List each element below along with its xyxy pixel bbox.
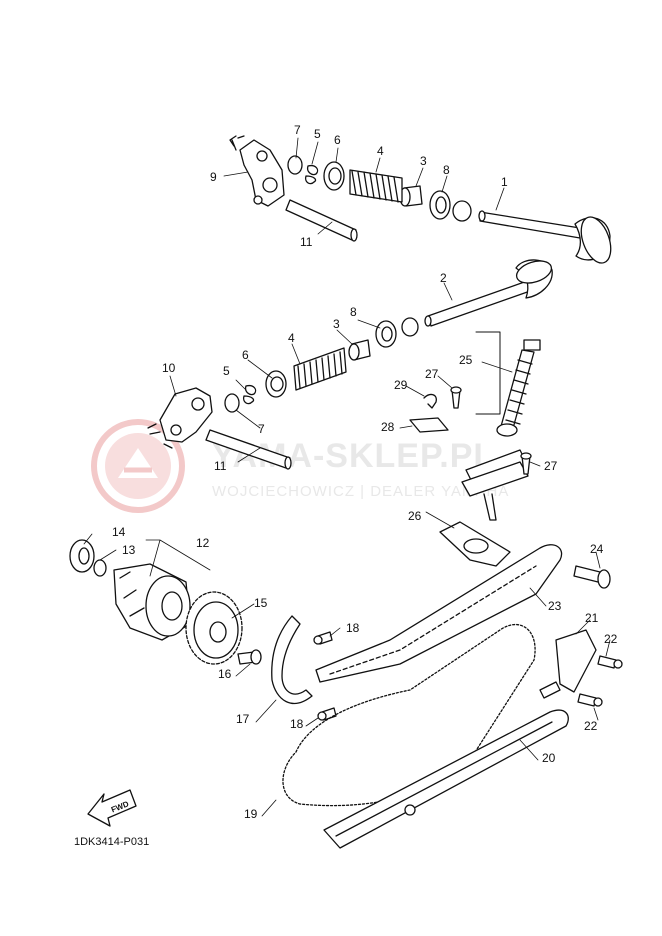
callout-4-upper: 4 xyxy=(377,144,384,158)
callout-5-lower: 5 xyxy=(223,364,230,378)
callout-1: 1 xyxy=(501,175,508,189)
clip xyxy=(423,393,437,409)
watermark-logo xyxy=(91,419,185,513)
oring-intake xyxy=(401,317,419,337)
callout-16: 16 xyxy=(218,667,232,681)
callout-21: 21 xyxy=(585,611,599,625)
spring-seat-upper xyxy=(399,185,423,207)
callout-6-lower: 6 xyxy=(242,348,249,362)
bearing xyxy=(69,539,95,573)
valve-spring-upper xyxy=(349,169,403,203)
callout-26: 26 xyxy=(408,509,422,523)
callout-17: 17 xyxy=(236,712,250,726)
bolt-18-lower xyxy=(317,707,337,721)
callout-15: 15 xyxy=(254,596,268,610)
callout-8-upper: 8 xyxy=(443,163,450,177)
leader-lines xyxy=(83,137,611,817)
callout-28: 28 xyxy=(381,420,395,434)
watermark-subtitle: WOJCIECHOWICZ | DEALER YAMAHA xyxy=(212,483,510,500)
callout-10: 10 xyxy=(162,361,176,375)
rocker-shaft-intake xyxy=(205,429,292,470)
callout-23: 23 xyxy=(548,599,562,613)
bolt-tensioner-upper xyxy=(450,386,462,409)
circlip xyxy=(93,559,107,577)
tensioner-plate xyxy=(409,417,449,433)
rocker-shaft-upper xyxy=(285,199,358,242)
callout-9: 9 xyxy=(210,170,217,184)
callout-5-upper: 5 xyxy=(314,127,321,141)
valve-spring-intake xyxy=(293,347,347,391)
callout-20: 20 xyxy=(542,751,556,765)
diagram-code: 1DK3414-P031 xyxy=(74,836,150,848)
callout-13: 13 xyxy=(122,543,136,557)
bolt-18-upper xyxy=(313,631,333,645)
cotter-upper xyxy=(304,164,319,185)
spring-seat-intake xyxy=(348,339,371,361)
chain-guide-tensioner xyxy=(315,544,563,683)
callout-6-upper: 6 xyxy=(334,133,341,147)
valve-intake xyxy=(424,259,553,327)
shim-intake xyxy=(224,393,240,413)
oring-upper xyxy=(452,200,472,222)
callout-8-lower: 8 xyxy=(350,305,357,319)
callout-12: 12 xyxy=(196,536,210,550)
decompression-plate xyxy=(271,615,313,705)
callout-29: 29 xyxy=(394,378,408,392)
callout-22-lower: 22 xyxy=(584,719,598,733)
chain-guide-fixed xyxy=(323,709,569,849)
valve-seal-intake xyxy=(375,320,397,348)
rocker-arm-intake xyxy=(147,387,213,449)
callout-14: 14 xyxy=(112,525,126,539)
cam-sprocket xyxy=(185,591,243,665)
callout-27-lower: 27 xyxy=(544,459,558,473)
callout-7-upper: 7 xyxy=(294,123,301,137)
bolt-tensioner-lower xyxy=(520,452,532,475)
fwd-arrow-icon: FWD xyxy=(87,789,137,827)
stopper-bolt-upper xyxy=(597,655,623,669)
callout-4-lower: 4 xyxy=(288,331,295,345)
sprocket-bolt xyxy=(237,649,262,665)
callout-7-lower: 7 xyxy=(258,422,265,436)
callout-3-lower: 3 xyxy=(333,317,340,331)
guide-stopper xyxy=(539,629,597,699)
stopper-bolt-lower xyxy=(577,693,603,707)
retainer-upper xyxy=(323,161,345,191)
retainer-intake xyxy=(265,370,287,398)
shim-upper xyxy=(287,155,303,175)
callout-2: 2 xyxy=(440,271,447,285)
callout-11-upper: 11 xyxy=(300,235,313,249)
callout-3-upper: 3 xyxy=(420,154,427,168)
tensioner-bracket xyxy=(475,331,501,415)
callout-11-lower: 11 xyxy=(214,459,227,473)
valve-seal-upper xyxy=(429,190,451,220)
callout-24: 24 xyxy=(590,542,604,556)
callout-27-upper: 27 xyxy=(425,367,439,381)
callout-18-upper: 18 xyxy=(346,621,360,635)
guide-bolt xyxy=(573,565,611,589)
camshaft xyxy=(113,563,191,641)
callout-18-lower: 18 xyxy=(290,717,304,731)
rocker-arm-upper xyxy=(229,135,285,207)
callout-19: 19 xyxy=(244,807,258,821)
cotter-intake xyxy=(242,384,257,405)
callout-25: 25 xyxy=(459,353,473,367)
valve-exhaust xyxy=(478,210,612,264)
chain-tensioner xyxy=(461,339,541,521)
callout-22-upper: 22 xyxy=(604,632,618,646)
tensioner-gasket xyxy=(439,521,511,567)
